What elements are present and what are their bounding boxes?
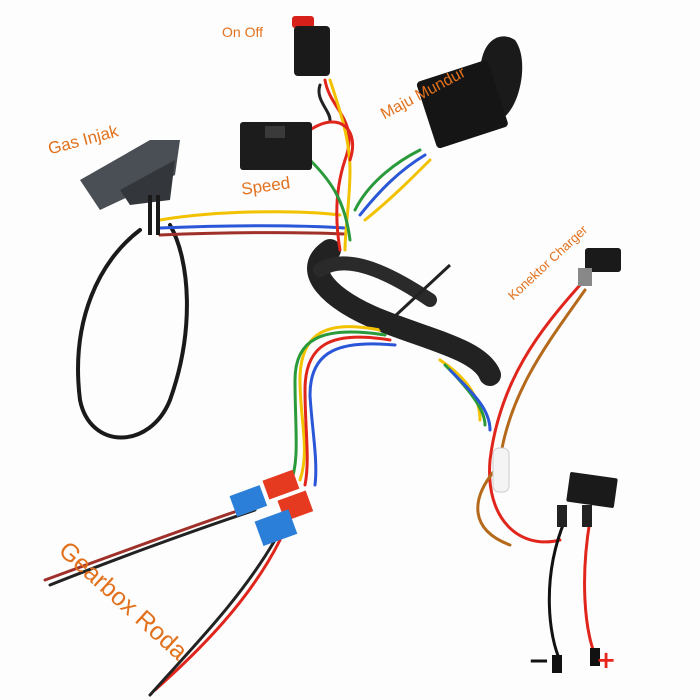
fuse-holder bbox=[492, 447, 510, 493]
gas-pedal-wire-loop bbox=[76, 223, 189, 440]
label-on-off: On Off bbox=[222, 24, 263, 40]
charger-connector bbox=[578, 248, 621, 286]
forward-reverse-lever bbox=[416, 36, 523, 149]
label-plus: + bbox=[596, 646, 617, 674]
gearbox-connectors bbox=[229, 469, 314, 547]
cable-tie bbox=[378, 263, 452, 332]
speed-switch bbox=[240, 122, 312, 170]
on-off-switch bbox=[292, 16, 330, 76]
power-switch-plate bbox=[557, 472, 618, 527]
gas-pedal bbox=[80, 140, 180, 235]
label-minus: − bbox=[528, 646, 550, 676]
